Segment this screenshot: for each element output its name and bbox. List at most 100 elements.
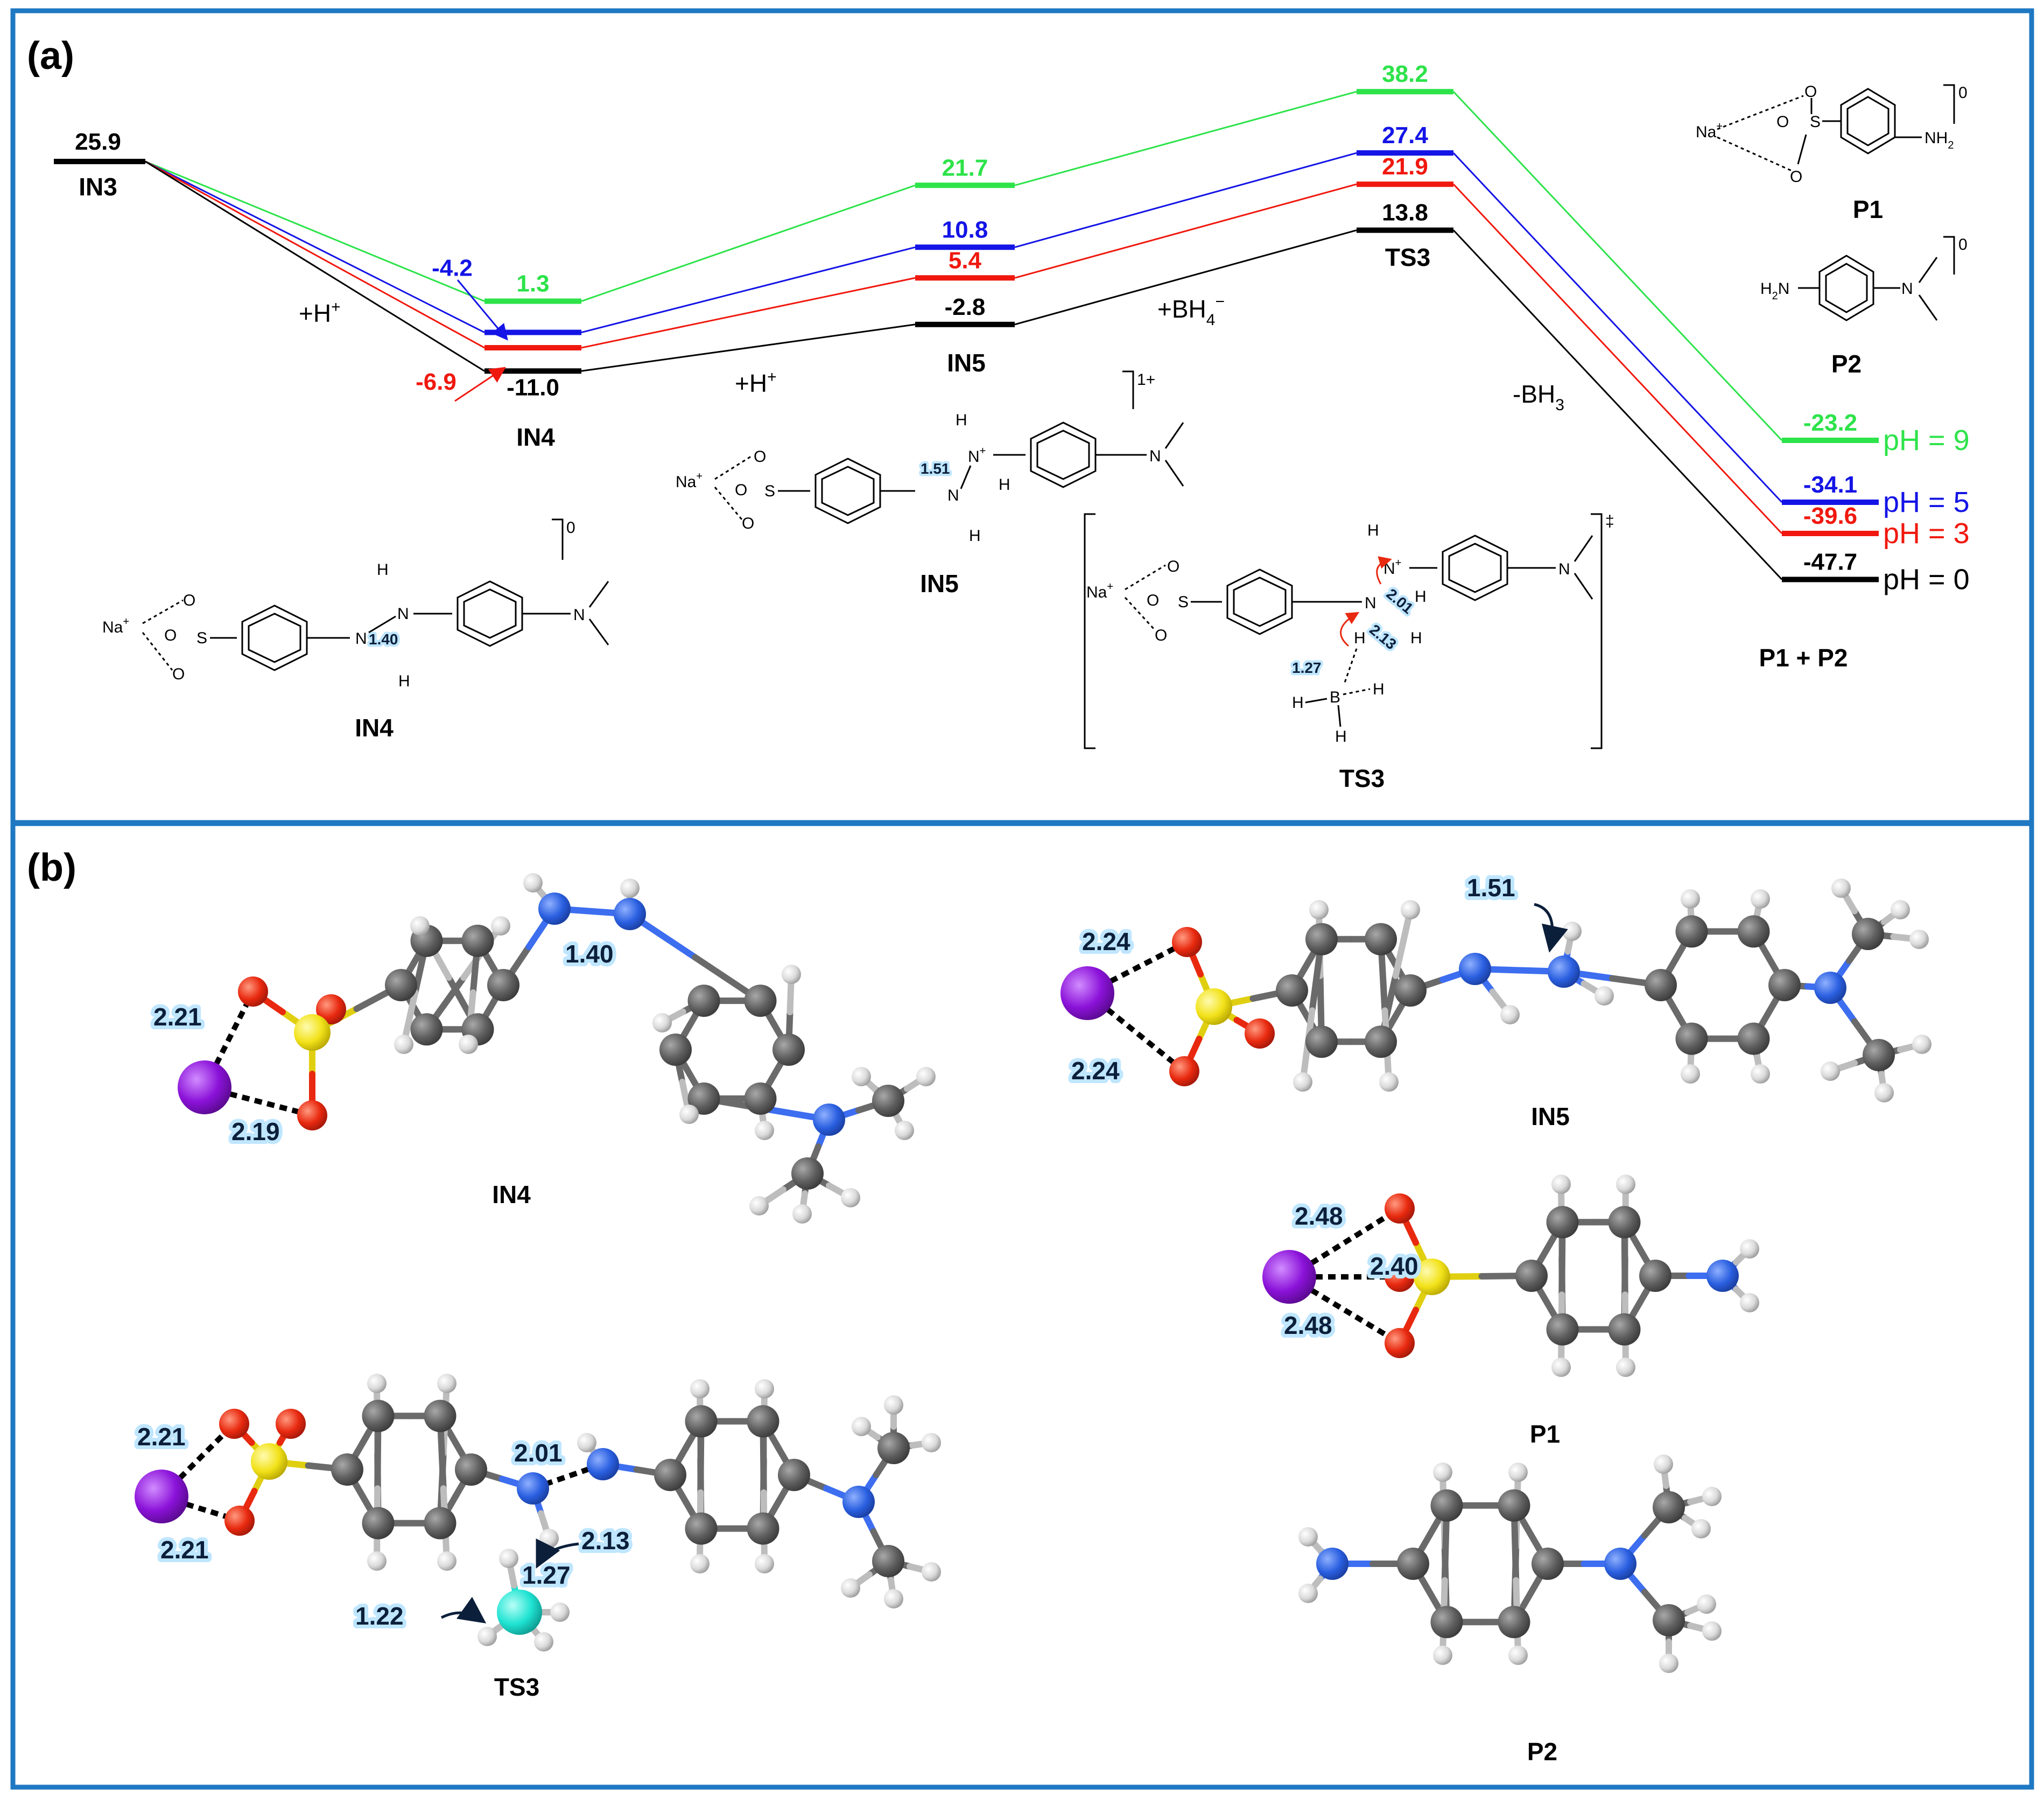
svg-text:Na+: Na+ [676,470,703,491]
svg-text:O: O [735,481,747,499]
ts3-atom-c-6 [424,1507,456,1540]
ts3-atom-h-17 [477,1627,497,1646]
p1-contact-2 [1288,1274,1401,1346]
ts3-atom-n-11 [517,1472,549,1505]
structure-p1-label: P1 [1853,195,1883,223]
in5-atom-c-10 [1365,923,1397,955]
connector-1-2 [1014,152,1357,248]
ts3-n-n-distance: 2.01 [514,1439,563,1467]
value-label-0-3: -23.2 [1803,410,1857,436]
structure-ts3: ‡ Na+ O O O S N N+ H H H H 2.01 2.13 1.2… [1084,512,1614,792]
in4-atom-h-27 [749,1196,769,1215]
in4-na-o-distance-2: 2.19 [231,1118,280,1146]
in4-na-o-distance-1: 2.21 [153,1003,202,1031]
connector-2-1 [581,277,916,349]
structure-in5: Na+ O O O S N 1.51 N+ H H H N [676,370,1184,598]
ts3-nh-arrow [536,1538,579,1569]
structure-p2-label: P2 [1831,350,1862,378]
svg-text:H: H [1410,629,1422,647]
p2-atom-n-0 [1316,1548,1348,1580]
in5-atom-n-22 [1814,972,1846,1004]
ts3-atom-h-37 [367,1551,387,1571]
state-name-products: P1 + P2 [1759,644,1848,672]
connector-3-3 [1452,229,1783,580]
panel-b-frame [10,821,2034,1790]
svg-text:2.01: 2.01 [1383,585,1417,617]
svg-text:O: O [1155,627,1167,644]
p1-atom-h-15 [1616,1175,1635,1194]
in5-atom-h-15 [1595,986,1614,1006]
svg-text:H: H [1373,680,1385,698]
svg-text:1.27: 1.27 [1292,659,1322,676]
p2-atom-h-17 [1697,1594,1716,1614]
value-label-2-1: 5.4 [949,247,982,273]
in4-atom-c-16 [687,1082,720,1115]
svg-text:+H+: +H+ [299,298,341,327]
p1-atom-c-5 [1639,1260,1671,1292]
ph-label-0: pH = 9 [1883,424,1970,456]
in4-n-n-distance: 1.40 [565,940,614,968]
ts3-n-h-distance: 2.13 [581,1527,630,1555]
p1-atom-h-16 [1551,1358,1571,1377]
svg-text:+H+: +H+ [735,368,777,397]
in5-atom-h-36 [1751,889,1770,909]
p2-atom-n-9 [1604,1548,1636,1580]
in5-atom-o-1 [1172,927,1202,957]
in5-atom-c-21 [1737,915,1770,948]
ts3-atom-h-18 [550,1603,570,1622]
value-label-1-3: -34.1 [1803,472,1857,498]
in5-atom-c-19 [1645,969,1677,1001]
connector-2-2 [1014,183,1357,279]
ts3-atom-c-27 [877,1432,910,1464]
in5-atom-h-27 [1909,930,1929,949]
ph-label-3: pH = 0 [1883,563,1970,595]
svg-text:0: 0 [566,519,575,537]
svg-text:H: H [1292,694,1304,712]
in4-atom-h-30 [410,916,430,936]
p2-atom-h-20 [1433,1646,1452,1665]
model-p1 [1262,1175,1759,1377]
connector-0-3 [1452,91,1783,441]
svg-text:1+: 1+ [1137,371,1155,389]
p1-atom-o-1 [1385,1193,1415,1224]
in5-atom-c-20 [1675,915,1708,948]
p1-atom-c-10 [1608,1206,1641,1239]
in5-n-n-distance: 1.51 [1467,874,1515,902]
svg-text:H: H [1367,522,1379,539]
ts3-atom-o-3 [276,1409,306,1439]
arrow-blue-in4 [456,279,508,341]
p2-atom-h-2 [1298,1584,1318,1603]
svg-text:H: H [969,527,981,545]
model-in4 [178,873,936,1224]
ts3-bh-arrow [440,1597,487,1624]
in4-atom-o-3 [316,994,346,1024]
in5-atom-h-14 [1562,922,1582,941]
ts3-atom-c-9 [362,1400,395,1432]
ts3-atom-h-14 [577,1433,596,1452]
panel-a: (a) 1.321.738.2-23.2pH = 9-4.210.827.4-3… [10,8,2034,825]
svg-text:2.13: 2.13 [1366,621,1400,653]
svg-text:N: N [947,487,959,504]
in5-atom-n-12 [1548,955,1580,988]
in4-atom-h-28 [792,1204,812,1224]
p1-na-o-distance-3: 2.48 [1284,1311,1332,1339]
ts3-atom-h-38 [437,1551,456,1571]
ph-label-2: pH = 3 [1883,517,1970,550]
in5-atom-s-4 [1196,988,1232,1025]
in5-atom-c-17 [1737,1022,1770,1055]
in4-atom-h-13 [523,873,543,893]
connector-0-1 [581,184,916,302]
ts3-model-label: TS3 [494,1673,539,1701]
p1-atom-c-6 [1608,1313,1641,1346]
in4-atom-c-22 [872,1085,904,1117]
value-label-0-0: 1.3 [516,271,549,297]
p1-atom-h-14 [1551,1175,1571,1194]
svg-text:O: O [172,665,185,683]
svg-text:NH2: NH2 [1924,129,1954,151]
structure-p1: S O O O Na+ NH2 0 P1 [1696,83,1968,223]
ts3-atom-h-41 [690,1554,710,1573]
ts3-atom-s-4 [251,1443,287,1480]
svg-text:O: O [164,627,177,644]
in4-atom-h-31 [491,916,510,936]
ts3-atom-h-31 [852,1417,871,1436]
